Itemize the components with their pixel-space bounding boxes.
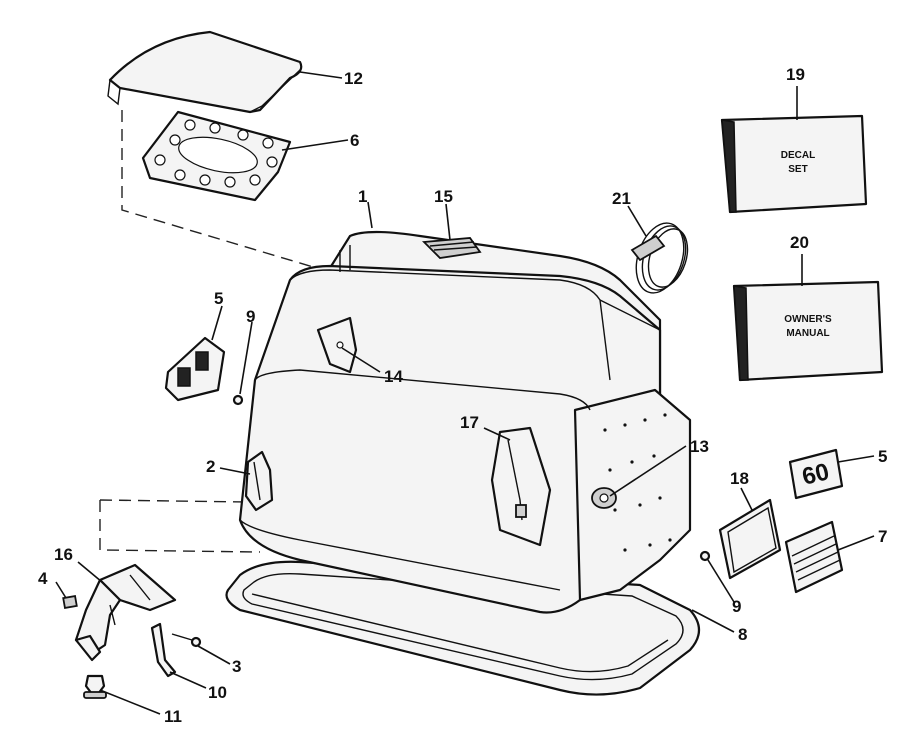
callout-2: 2 — [206, 457, 215, 476]
part-19-decal-set-box — [720, 114, 868, 214]
callout-1: 1 — [358, 187, 367, 206]
decal-set-label-line2: SET — [788, 164, 807, 175]
callout-16: 16 — [54, 545, 73, 564]
owners-manual-label-line1: OWNER'S — [784, 314, 832, 325]
alignment-dashes — [99, 110, 331, 553]
part-12-top-cap — [107, 30, 303, 114]
part-5-mounting-bracket — [164, 336, 226, 402]
part-7-striped-decal — [784, 520, 844, 594]
part-6-gasket-plate — [141, 110, 292, 202]
callout-13: 13 — [690, 437, 709, 456]
part-15-vent-grille — [421, 237, 482, 259]
callout-9-right: 9 — [732, 597, 741, 616]
callout-4: 4 — [38, 569, 48, 588]
owners-manual-label-line2: MANUAL — [786, 328, 829, 339]
part-13-grommet — [591, 487, 617, 509]
part-10-clip-strap — [150, 622, 177, 678]
part-17-right-latch — [490, 426, 552, 547]
callout-12: 12 — [344, 69, 363, 88]
callout-6: 6 — [350, 131, 359, 150]
part-5-decal-60 — [788, 448, 844, 500]
part-21-coiled-cable — [630, 222, 689, 294]
part-14-latch-plate — [316, 316, 358, 374]
callout-21: 21 — [612, 189, 631, 208]
callout-20: 20 — [790, 233, 809, 252]
part-3-screw — [171, 633, 202, 648]
part-18-plate — [718, 498, 782, 580]
decal-60-text: 60 — [799, 458, 831, 491]
callout-15: 15 — [434, 187, 453, 206]
callout-19: 19 — [786, 65, 805, 84]
callout-8: 8 — [738, 625, 747, 644]
callout-5-left: 5 — [214, 289, 223, 308]
callout-17: 17 — [460, 413, 479, 432]
part-16-lower-bracket — [74, 563, 177, 662]
part-11-grommet-foot — [83, 674, 107, 699]
callout-11: 11 — [164, 707, 182, 726]
part-9-screws — [232, 394, 711, 562]
decal-set-label-line1: DECAL — [781, 150, 815, 161]
callout-3: 3 — [232, 657, 241, 676]
callout-7: 7 — [878, 527, 887, 546]
callout-18: 18 — [730, 469, 749, 488]
callout-5-right: 5 — [878, 447, 887, 466]
part-2-left-latch — [244, 450, 274, 512]
callout-9-left: 9 — [246, 307, 255, 326]
part-4-clip — [62, 594, 78, 610]
part-20-owners-manual-box — [732, 280, 884, 382]
callout-10: 10 — [208, 683, 227, 702]
callout-14: 14 — [384, 367, 403, 386]
leader-lines — [55, 71, 875, 715]
